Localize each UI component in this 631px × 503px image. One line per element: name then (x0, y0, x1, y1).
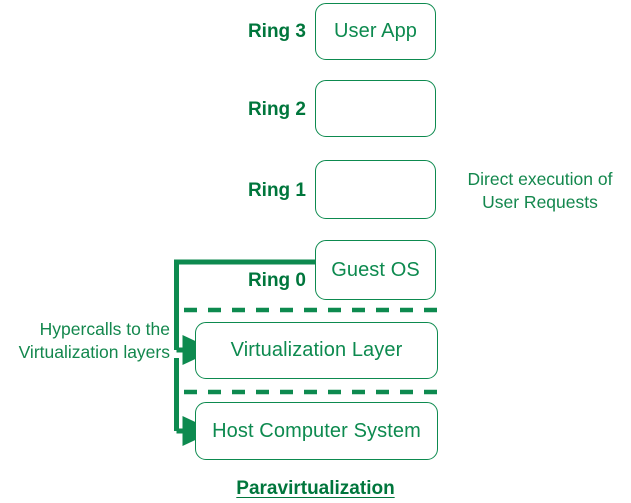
note-direct-execution: Direct execution of User Requests (467, 169, 613, 213)
ring-label-3: Ring 3 (247, 21, 306, 42)
ring-box-guest-os[interactable]: Guest OS (315, 240, 436, 300)
ring-box-1[interactable] (315, 160, 436, 219)
ring-box-user-app[interactable]: User App (315, 3, 436, 60)
ring-box-2[interactable] (315, 80, 436, 137)
ring-label-0: Ring 0 (247, 270, 306, 291)
layer-box-virtualization-layer[interactable]: Virtualization Layer (195, 322, 438, 379)
layer-box-host-computer-system[interactable]: Host Computer System (195, 402, 438, 460)
guest-os-trunk-line (174, 259, 316, 350)
diagram-title: Paravirtualization (236, 478, 395, 499)
ring-label-2: Ring 2 (247, 99, 306, 120)
note-hypercalls: Hypercalls to the Virtualization layers (18, 319, 170, 363)
ring-label-1: Ring 1 (247, 180, 306, 201)
